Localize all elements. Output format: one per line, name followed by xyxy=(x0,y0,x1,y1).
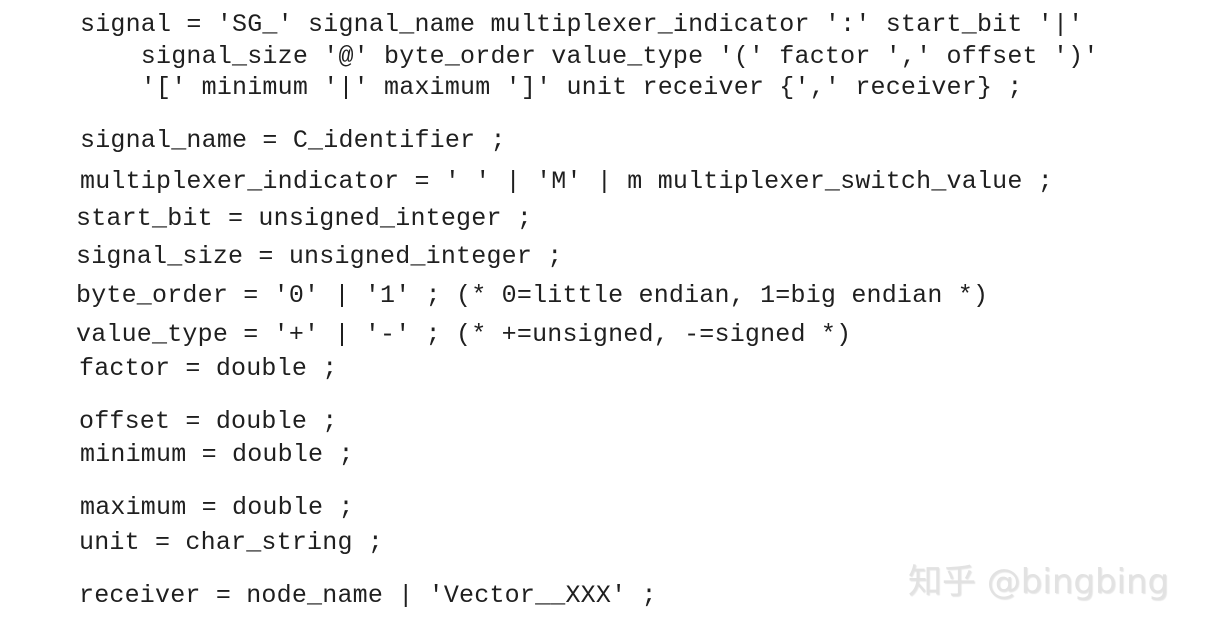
watermark-text: 知乎 @bingbing xyxy=(908,562,1170,602)
code-line-signal-name: signal_name = C_identifier ; xyxy=(80,126,506,155)
code-line-signal-size: signal_size = unsigned_integer ; xyxy=(76,242,563,271)
code-line-signal-cont-1: signal_size '@' byte_order value_type '(… xyxy=(80,42,1099,71)
code-line-signal-cont-2: '[' minimum '|' maximum ']' unit receive… xyxy=(80,73,1023,102)
code-line-start-bit: start_bit = unsigned_integer ; xyxy=(76,204,533,233)
code-line-value-type: value_type = '+' | '-' ; (* +=unsigned, … xyxy=(76,320,852,349)
code-line-offset: offset = double ; xyxy=(79,407,338,436)
code-line-byte-order: byte_order = '0' | '1' ; (* 0=little end… xyxy=(76,281,989,310)
code-line-maximum: maximum = double ; xyxy=(80,493,354,522)
code-line-multiplexer-indicator: multiplexer_indicator = ' ' | 'M' | m mu… xyxy=(80,167,1053,196)
code-line-factor: factor = double ; xyxy=(79,354,338,383)
code-line-signal: signal = 'SG_' signal_name multiplexer_i… xyxy=(80,10,1084,39)
code-line-receiver: receiver = node_name | 'Vector__XXX' ; xyxy=(79,581,657,610)
code-line-unit: unit = char_string ; xyxy=(79,528,384,557)
code-line-minimum: minimum = double ; xyxy=(80,440,354,469)
